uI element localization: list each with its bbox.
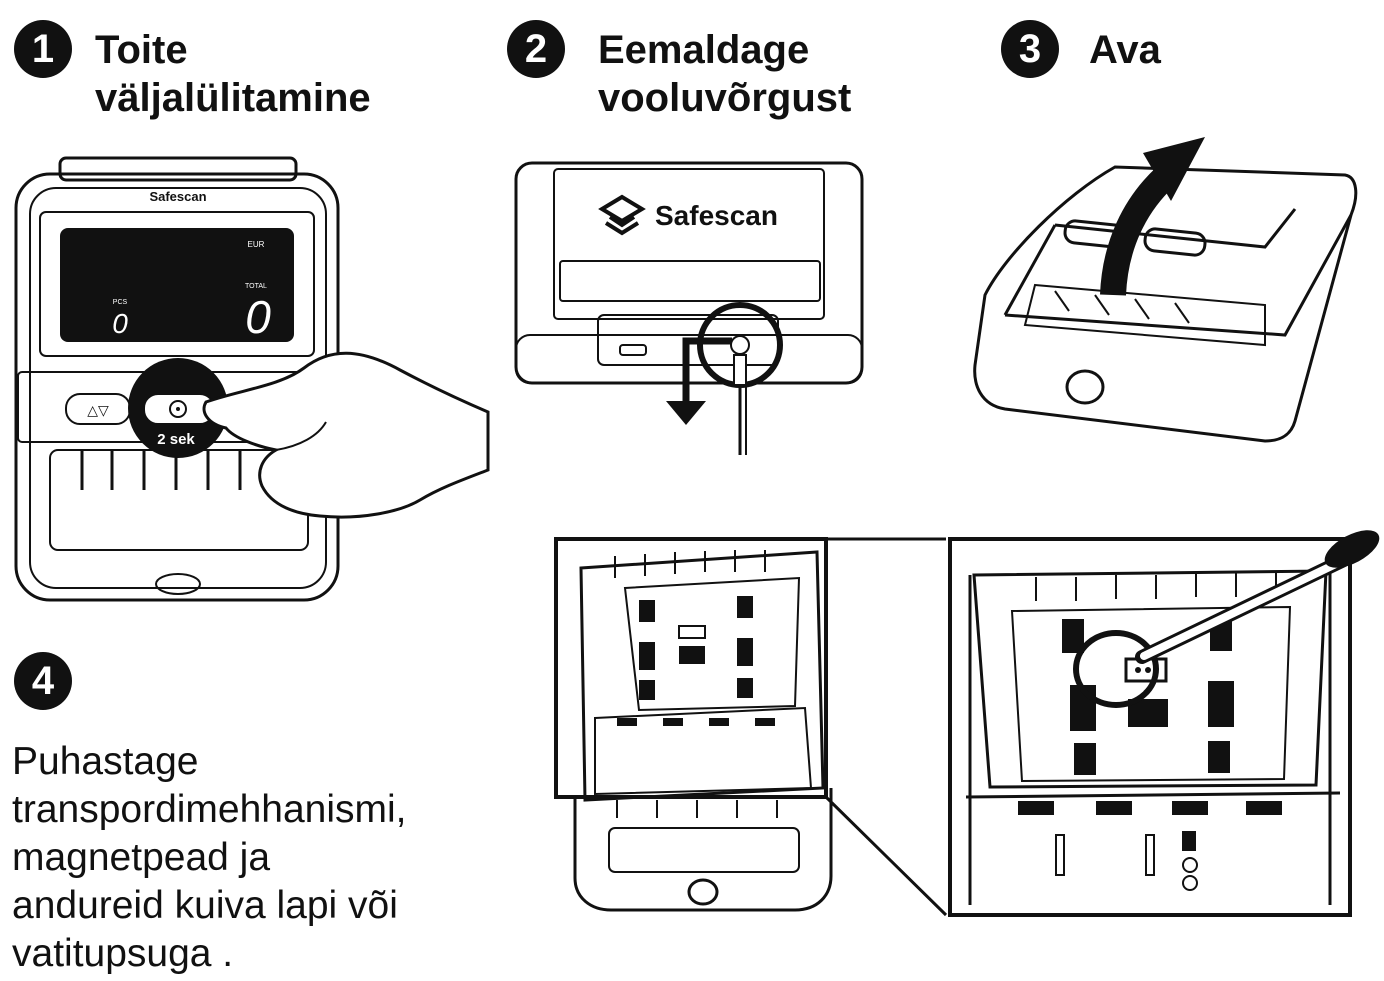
step-2-title-line-2: vooluvõrgust [598,76,852,120]
display-pcs-label: PCS [113,299,128,306]
step-1-title: Toite väljalülitamine [95,26,371,122]
step-1-title-line-1: Toite [95,28,188,72]
step-4-line-2: transpordimehhanismi, [12,788,407,831]
step-4-line-4: andureid kuiva lapi või [12,884,398,927]
device-brand: Safescan [149,189,206,204]
step-3-badge: 3 [1001,20,1059,78]
sensor-highlight [1073,630,1159,708]
step-2-illustration: Safescan [514,161,864,455]
display-total-label: TOTAL [245,283,267,290]
step-1-title-line-2: väljalülitamine [95,76,371,120]
step-4-line-5: vatitupsuga . [12,932,234,975]
zoom-source-frame [554,537,828,799]
unplug-arrow-icon [682,337,732,401]
lcd-display [60,228,294,342]
press-duration: 2 sek [157,431,195,448]
device-brand-rear: Safescan [655,200,778,231]
safescan-logo-icon [598,194,646,236]
step-2-title-line-1: Eemaldage [598,28,810,72]
display-currency: EUR [248,240,265,249]
arrows-icon: △▽ [87,402,109,418]
step-1-illustration: EUR PCS TOTAL 0 0 Safescan △▽ 2 sek [14,156,490,602]
step-4-line-1: Puhastage [12,740,199,783]
zoom-connector [554,537,948,917]
step-2-title: Eemaldage vooluvõrgust [598,26,851,122]
hand-illustration [202,351,490,519]
power-port [730,335,750,355]
step-4-badge: 4 [14,652,72,710]
step-4-instructions: Puhastage transpordimehhanismi, magnetpe… [12,738,492,978]
cotton-swab-tip [1324,530,1380,568]
step-3-illustration [973,137,1358,443]
step-2-badge: 2 [507,20,565,78]
step-1-badge: 1 [14,20,72,78]
open-arrow-icon [1100,167,1175,296]
step-4-zoom-detail [948,530,1380,917]
display-pcs-value: 0 [112,308,128,339]
display-total-value: 0 [245,291,271,343]
step-4-open-device-illustration [573,550,833,912]
step-3-title: Ava [1089,26,1161,74]
power-icon [169,400,187,418]
step-4-line-3: magnetpead ja [12,836,271,879]
step-3-title-line-1: Ava [1089,28,1161,72]
